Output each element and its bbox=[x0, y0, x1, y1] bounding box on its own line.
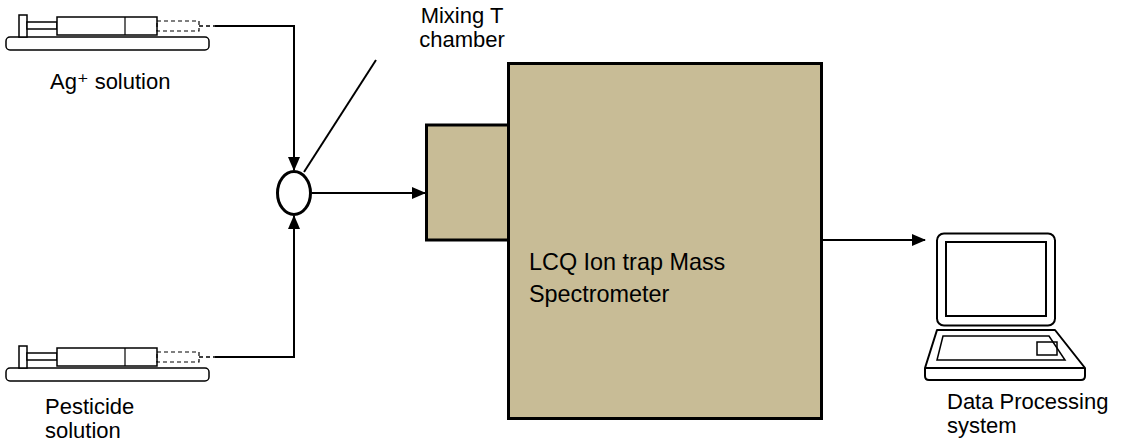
part-label: Mixing T chamber bbox=[406, 4, 518, 52]
syringe-pump-outline bbox=[5, 345, 215, 383]
syringe-pump: Pesticide solution bbox=[5, 345, 215, 383]
syringe-pump: Ag⁺ solution bbox=[5, 14, 215, 52]
box-label: LCQ Ion trap Mass Spectrometer bbox=[529, 247, 814, 310]
flow-arrow bbox=[215, 216, 294, 357]
part-label: Ag⁺ solution bbox=[50, 70, 170, 94]
laptop-computer: Data Processing system bbox=[925, 232, 1087, 382]
part-label: Pesticide solution bbox=[45, 395, 157, 443]
flow-arrow bbox=[823, 239, 925, 241]
flow-arrow bbox=[215, 26, 294, 170]
syringe-pump-outline bbox=[5, 14, 215, 52]
part-label: Data Processing system bbox=[947, 390, 1122, 438]
laptop-computer-outline bbox=[925, 232, 1087, 382]
mixing-chamber-outline bbox=[276, 170, 312, 216]
flow-arrow bbox=[312, 192, 425, 194]
leader-line bbox=[304, 60, 376, 172]
mass-spectrometer: LCQ Ion trap Mass Spectrometer bbox=[425, 62, 823, 420]
mass-spectrometer-outline bbox=[425, 62, 823, 420]
mixing-chamber: Mixing T chamber bbox=[276, 170, 312, 216]
